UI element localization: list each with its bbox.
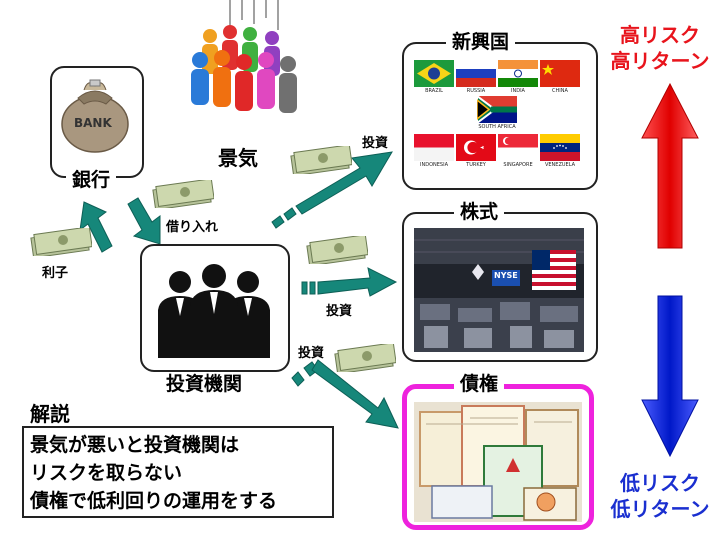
banknote-icon (152, 180, 214, 208)
note-line-1: 景気が悪いと投資機関は (30, 434, 240, 456)
us-flag-icon (532, 250, 576, 290)
arrow-interest (79, 201, 113, 253)
banknote-icon (290, 146, 352, 174)
stock-exchange-photo (414, 228, 584, 352)
crowd-icon (191, 0, 297, 113)
flag-caption: INDIA (511, 88, 525, 94)
nyse-sign: NYSE (494, 271, 518, 280)
bonds-title: 債権 (454, 372, 505, 396)
arrow-borrow (127, 197, 161, 245)
arrow-invest-stocks (301, 267, 398, 297)
note-line-2: リスクを取らない (30, 462, 183, 484)
flag-caption: BRAZIL (425, 88, 443, 94)
note-heading: 解説 (30, 402, 70, 426)
bank-bag-text: BANK (74, 116, 112, 130)
flag-caption: TURKEY (466, 162, 486, 168)
flag-singapore-icon (498, 134, 538, 161)
flag-china-icon (540, 60, 580, 87)
flag-india-icon (498, 60, 538, 87)
high-risk-arrow (641, 82, 699, 249)
high-risk-line1: 高リスク (620, 23, 700, 47)
low-risk-line1: 低リスク (620, 471, 700, 495)
flag-indonesia-icon (414, 134, 454, 161)
stocks-title: 株式 (454, 200, 505, 224)
high-risk-line2: 高リターン (610, 49, 710, 73)
low-risk-line2: 低リターン (610, 497, 710, 521)
bond-certificates-photo (414, 402, 582, 522)
economy-label: 景気 (218, 146, 258, 170)
flag-caption: RUSSIA (466, 88, 486, 94)
low-risk-label: 低リスク 低リターン (604, 470, 716, 522)
flag-turkey-icon (456, 134, 496, 161)
interest-label: 利子 (42, 266, 69, 281)
flag-caption: CHINA (552, 88, 568, 94)
flag-caption: SOUTH AFRICA (478, 124, 516, 130)
banknote-icon (306, 236, 368, 264)
flag-brazil-icon (414, 60, 454, 87)
investor-title: 投資機関 (160, 372, 249, 396)
flag-south-africa-icon (477, 96, 517, 123)
banknote-icon (334, 344, 396, 372)
flag-caption: SINGAPORE (503, 162, 533, 168)
banknote-icon (30, 228, 92, 256)
flag-caption: VENEZUELA (544, 162, 576, 168)
invest-bonds-label: 投資 (298, 346, 325, 361)
emerging-title: 新興国 (446, 30, 516, 54)
borrow-label: 借り入れ (166, 220, 219, 235)
flag-caption: INDONESIA (420, 162, 448, 168)
bank-title: 銀行 (66, 168, 117, 192)
note-line-3: 債権で低利回りの運用をする (30, 490, 278, 512)
flag-russia-icon (456, 60, 496, 87)
high-risk-label: 高リスク 高リターン (604, 22, 716, 74)
money-bag-icon (61, 79, 129, 153)
businessmen-icon (158, 264, 270, 358)
invest-emerging-label: 投資 (362, 136, 389, 151)
flag-venezuela-icon (540, 134, 580, 161)
arrow-invest-emerging (271, 151, 393, 229)
invest-stocks-label: 投資 (326, 304, 353, 319)
note-box: 景気が悪いと投資機関は リスクを取らない 債権で低利回りの運用をする (22, 426, 334, 518)
low-risk-arrow (641, 295, 699, 458)
arrow-invest-bonds (291, 359, 399, 429)
